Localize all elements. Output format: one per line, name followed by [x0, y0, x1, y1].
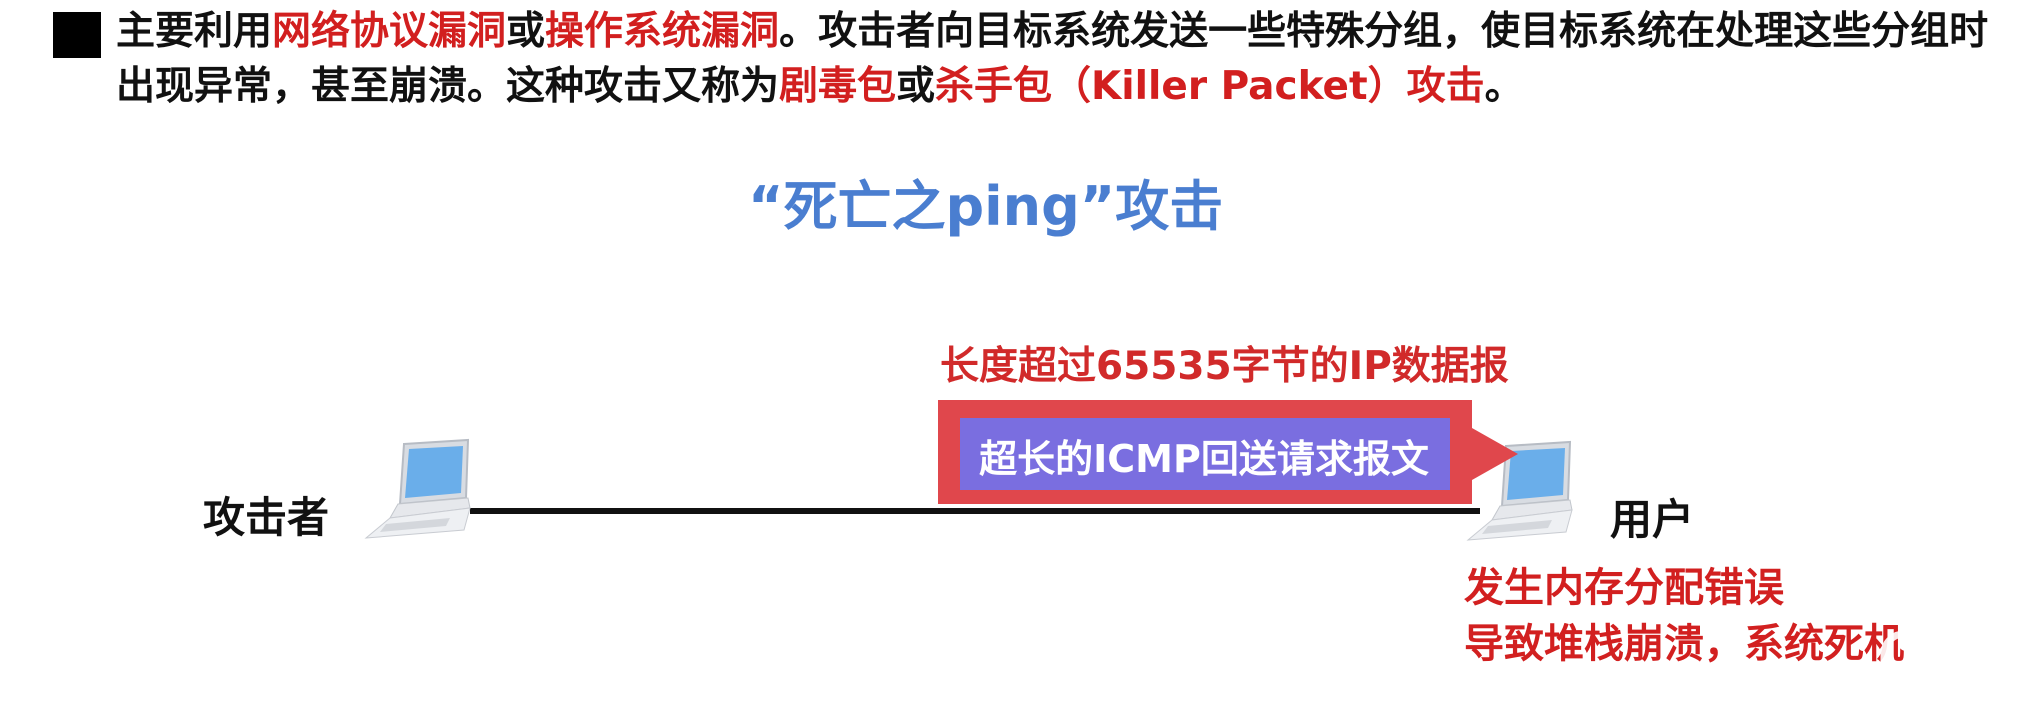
play-icon[interactable]: [1876, 612, 1988, 712]
paragraph-text-4: 或: [896, 64, 936, 109]
description-paragraph: 主要利用网络协议漏洞或操作系统漏洞。攻击者向目标系统发送一些特殊分组，使目标系统…: [116, 4, 2016, 114]
diagram-title: “死亡之ping”攻击: [748, 175, 1224, 238]
packet-label: 超长的ICMP回送请求报文: [979, 436, 1429, 481]
paragraph-text-2: 或: [506, 9, 546, 54]
paragraph-text-5: 。: [1484, 64, 1524, 109]
bullet-square-icon: [53, 12, 101, 58]
paragraph-text-3: 。攻击者向目标系统发送一些特殊分组，使目标系统在处理这些分组时出现异常，甚至崩溃…: [116, 9, 1989, 109]
error-description: 发生内存分配错误 导致堆栈崩溃，系统死机: [1464, 560, 1904, 672]
error-line-2: 导致堆栈崩溃，系统死机: [1464, 621, 1904, 667]
error-line-1: 发生内存分配错误: [1464, 565, 1784, 611]
highlight-poison-packet: 剧毒包: [779, 64, 897, 109]
paragraph-text-1: 主要利用: [116, 9, 273, 54]
highlight-killer-packet: 杀手包（Killer Packet）攻击: [935, 64, 1485, 109]
packet-caption: 长度超过65535字节的IP数据报: [940, 344, 1509, 389]
packet-arrow: [938, 400, 1518, 504]
attacker-laptop-icon: [364, 438, 471, 539]
attacker-label: 攻击者: [203, 493, 330, 542]
connection-line: [470, 508, 1480, 514]
highlight-os-vulnerability: 操作系统漏洞: [545, 9, 780, 54]
user-laptop-icon: [1466, 440, 1573, 541]
user-label: 用户: [1610, 495, 1695, 544]
highlight-protocol-vulnerability: 网络协议漏洞: [272, 9, 507, 54]
